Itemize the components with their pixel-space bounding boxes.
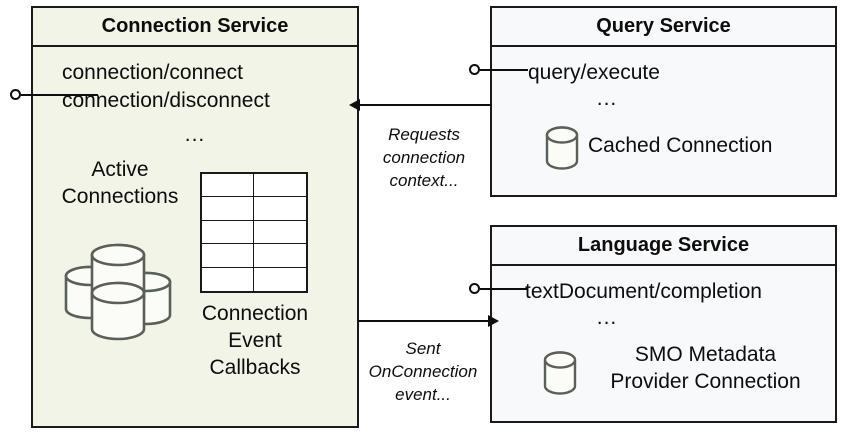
database-icon bbox=[545, 126, 579, 170]
table-cell bbox=[202, 220, 254, 245]
query-service-method-list: query/execute bbox=[528, 61, 660, 84]
connector-label-requests-connection-context: Requests connection context... bbox=[382, 125, 466, 190]
connection-service-title: Connection Service bbox=[33, 8, 357, 47]
table-cell bbox=[202, 197, 254, 221]
table-cell bbox=[202, 174, 254, 198]
lollipop-stem bbox=[480, 288, 528, 290]
active-connections-label: Active Connections bbox=[61, 158, 179, 208]
cached-connection-label: Cached Connection bbox=[588, 134, 773, 157]
lollipop-stem bbox=[21, 94, 98, 96]
connection-service-ellipsis: ... bbox=[184, 123, 206, 146]
database-icon bbox=[543, 351, 577, 395]
lollipop-interface-icon bbox=[10, 89, 21, 100]
callback-table-icon bbox=[200, 172, 308, 293]
query-service-body: query/execute ... Cached Connection bbox=[492, 47, 835, 195]
table-cell bbox=[254, 244, 306, 268]
component-query-service[interactable]: Query Service query/execute ... Cached C… bbox=[490, 6, 837, 197]
lollipop-stem bbox=[480, 69, 528, 71]
language-service-ellipsis: ... bbox=[596, 306, 618, 329]
connector-line bbox=[358, 320, 490, 322]
language-service-body: textDocument/completion ... SMO Metadata… bbox=[492, 266, 835, 421]
table-cell bbox=[254, 268, 306, 291]
language-service-method-list: textDocument/completion bbox=[525, 280, 762, 303]
connection-service-body: connection/connect connection/disconnect… bbox=[33, 47, 357, 426]
table-cell bbox=[254, 197, 306, 221]
query-service-title: Query Service bbox=[492, 8, 835, 47]
table-cell bbox=[254, 221, 306, 245]
smo-metadata-provider-label: SMO Metadata Provider Connection bbox=[610, 343, 801, 393]
arrow-head-left-icon bbox=[349, 99, 360, 111]
connection-service-method-list: connection/connect connection/disconnect bbox=[62, 61, 270, 112]
database-cluster-icon bbox=[64, 243, 172, 341]
language-service-title: Language Service bbox=[492, 227, 835, 266]
arrow-head-right-icon bbox=[488, 315, 499, 327]
connector-line bbox=[360, 104, 492, 106]
lollipop-interface-icon bbox=[469, 64, 480, 75]
table-cell bbox=[202, 244, 254, 268]
lollipop-interface-icon bbox=[469, 283, 480, 294]
connection-event-callbacks-label: Connection Event Callbacks bbox=[201, 302, 309, 379]
query-service-ellipsis: ... bbox=[596, 87, 618, 110]
table-cell bbox=[254, 174, 306, 198]
connector-label-sent-onconnection-event: Sent OnConnection event... bbox=[368, 339, 478, 404]
component-connection-service[interactable]: Connection Service connection/connect co… bbox=[31, 6, 359, 428]
component-language-service[interactable]: Language Service textDocument/completion… bbox=[490, 225, 837, 423]
table-cell bbox=[202, 267, 254, 291]
